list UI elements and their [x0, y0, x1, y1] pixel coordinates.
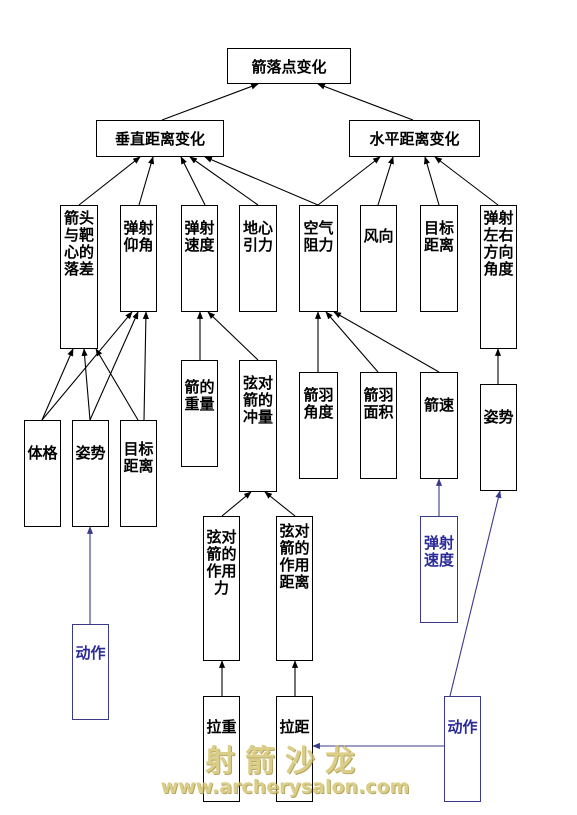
node-target-distance-2: 目标距离 — [120, 420, 157, 527]
node-launch-speed-blue: 弹射速度 — [420, 516, 458, 623]
node-root: 箭落点变化 — [227, 48, 351, 84]
connector-arrow — [317, 83, 414, 121]
connector-arrow — [423, 156, 440, 206]
node-root-label: 箭落点变化 — [251, 57, 327, 76]
connector-arrow — [78, 156, 141, 206]
node-arrow-speed: 箭速 — [420, 372, 458, 479]
node-posture-right-label: 姿势 — [483, 408, 514, 426]
node-target-distance-2-label: 目标距离 — [123, 440, 154, 475]
connector-arrow — [325, 311, 379, 373]
connector-arrow — [434, 156, 499, 206]
node-launch-speed-label: 弹射速度 — [184, 219, 215, 254]
node-string-impulse: 弦对箭的冲量 — [239, 360, 277, 492]
connector-arrow — [207, 311, 259, 361]
node-physique-label: 体格 — [27, 444, 58, 462]
connector-arrow — [221, 491, 252, 517]
node-launch-speed-blue-label: 弹射速度 — [423, 534, 454, 569]
connector-arrow — [142, 311, 149, 421]
node-action-left: 动作 — [72, 624, 109, 720]
node-string-force: 弦对箭的作用力 — [203, 516, 240, 661]
node-launch-angle: 弹射仰角 — [120, 205, 157, 312]
node-pull-weight: 拉重 — [203, 696, 240, 802]
connector-arrow — [204, 156, 319, 206]
node-launch-speed: 弹射速度 — [181, 205, 218, 312]
node-launch-angle-label: 弹射仰角 — [123, 219, 154, 254]
node-string-distance: 弦对箭的作用距离 — [276, 516, 313, 661]
node-string-impulse-label: 弦对箭的冲量 — [242, 374, 273, 426]
connector-arrow — [89, 311, 139, 421]
connector-arrow — [41, 348, 74, 421]
connector-arrow — [189, 156, 259, 206]
node-pull-distance: 拉距 — [276, 696, 313, 802]
node-string-force-label: 弦对箭的作用力 — [206, 528, 237, 597]
node-arrow-speed-label: 箭速 — [423, 396, 454, 414]
connector-arrow — [138, 156, 155, 206]
connector-arrow — [333, 311, 440, 373]
connector-arrow — [180, 156, 206, 206]
connector-arrow — [264, 491, 296, 517]
node-physique: 体格 — [24, 420, 61, 527]
connector-arrow — [95, 348, 139, 421]
node-air-resistance: 空气阻力 — [299, 205, 338, 312]
node-arrow-weight-label: 箭的重量 — [184, 378, 215, 413]
node-posture-left-label: 姿势 — [75, 444, 106, 462]
node-fletch-area-label: 箭羽面积 — [363, 386, 394, 421]
node-pull-distance-label: 拉距 — [279, 718, 310, 736]
connector-arrow — [317, 156, 381, 206]
node-air-resistance-label: 空气阻力 — [303, 219, 334, 254]
node-posture-left: 姿势 — [72, 420, 109, 527]
node-action-right: 动作 — [444, 696, 481, 802]
node-gravity: 地心引力 — [239, 205, 277, 312]
node-fletch-angle: 箭羽角度 — [299, 372, 338, 479]
node-action-right-label: 动作 — [447, 718, 478, 736]
connector-arrow-blue — [449, 490, 502, 697]
node-wind-direction-label: 风向 — [363, 227, 394, 245]
node-wind-direction: 风向 — [360, 205, 397, 312]
node-target-distance-label: 目标距离 — [423, 219, 454, 254]
node-fletch-area: 箭羽面积 — [360, 372, 397, 479]
node-horizontal-change: 水平距离变化 — [349, 120, 480, 157]
node-arrowhead-target-drop: 箭头与靶心的落差 — [60, 205, 98, 349]
node-posture-right: 姿势 — [480, 384, 517, 491]
node-fletch-angle-label: 箭羽角度 — [303, 386, 334, 421]
node-arrowhead-target-drop-label: 箭头与靶心的落差 — [63, 209, 94, 278]
node-target-distance: 目标距离 — [420, 205, 458, 312]
node-vertical-change-label: 垂直距离变化 — [114, 130, 205, 148]
connector-arrow — [41, 311, 133, 421]
node-pull-weight-label: 拉重 — [206, 718, 237, 736]
node-lateral-angle: 弹射左右方向角度 — [480, 205, 517, 349]
watermark-url: www.archerysalon.com — [160, 776, 410, 798]
watermark-title: 射箭沙龙 — [205, 744, 365, 779]
node-horizontal-change-label: 水平距离变化 — [369, 130, 460, 148]
node-arrow-weight: 箭的重量 — [181, 360, 218, 467]
node-string-distance-label: 弦对箭的作用距离 — [279, 522, 310, 591]
connector-arrow — [377, 156, 394, 206]
node-gravity-label: 地心引力 — [242, 219, 273, 254]
node-action-left-label: 动作 — [75, 644, 106, 662]
connector-arrow — [161, 83, 259, 121]
node-lateral-angle-label: 弹射左右方向角度 — [483, 209, 514, 278]
watermark-logo: 射箭沙龙 www.archerysalon.com — [150, 736, 420, 806]
connector-arrow — [81, 348, 91, 421]
node-vertical-change: 垂直距离变化 — [96, 120, 224, 157]
